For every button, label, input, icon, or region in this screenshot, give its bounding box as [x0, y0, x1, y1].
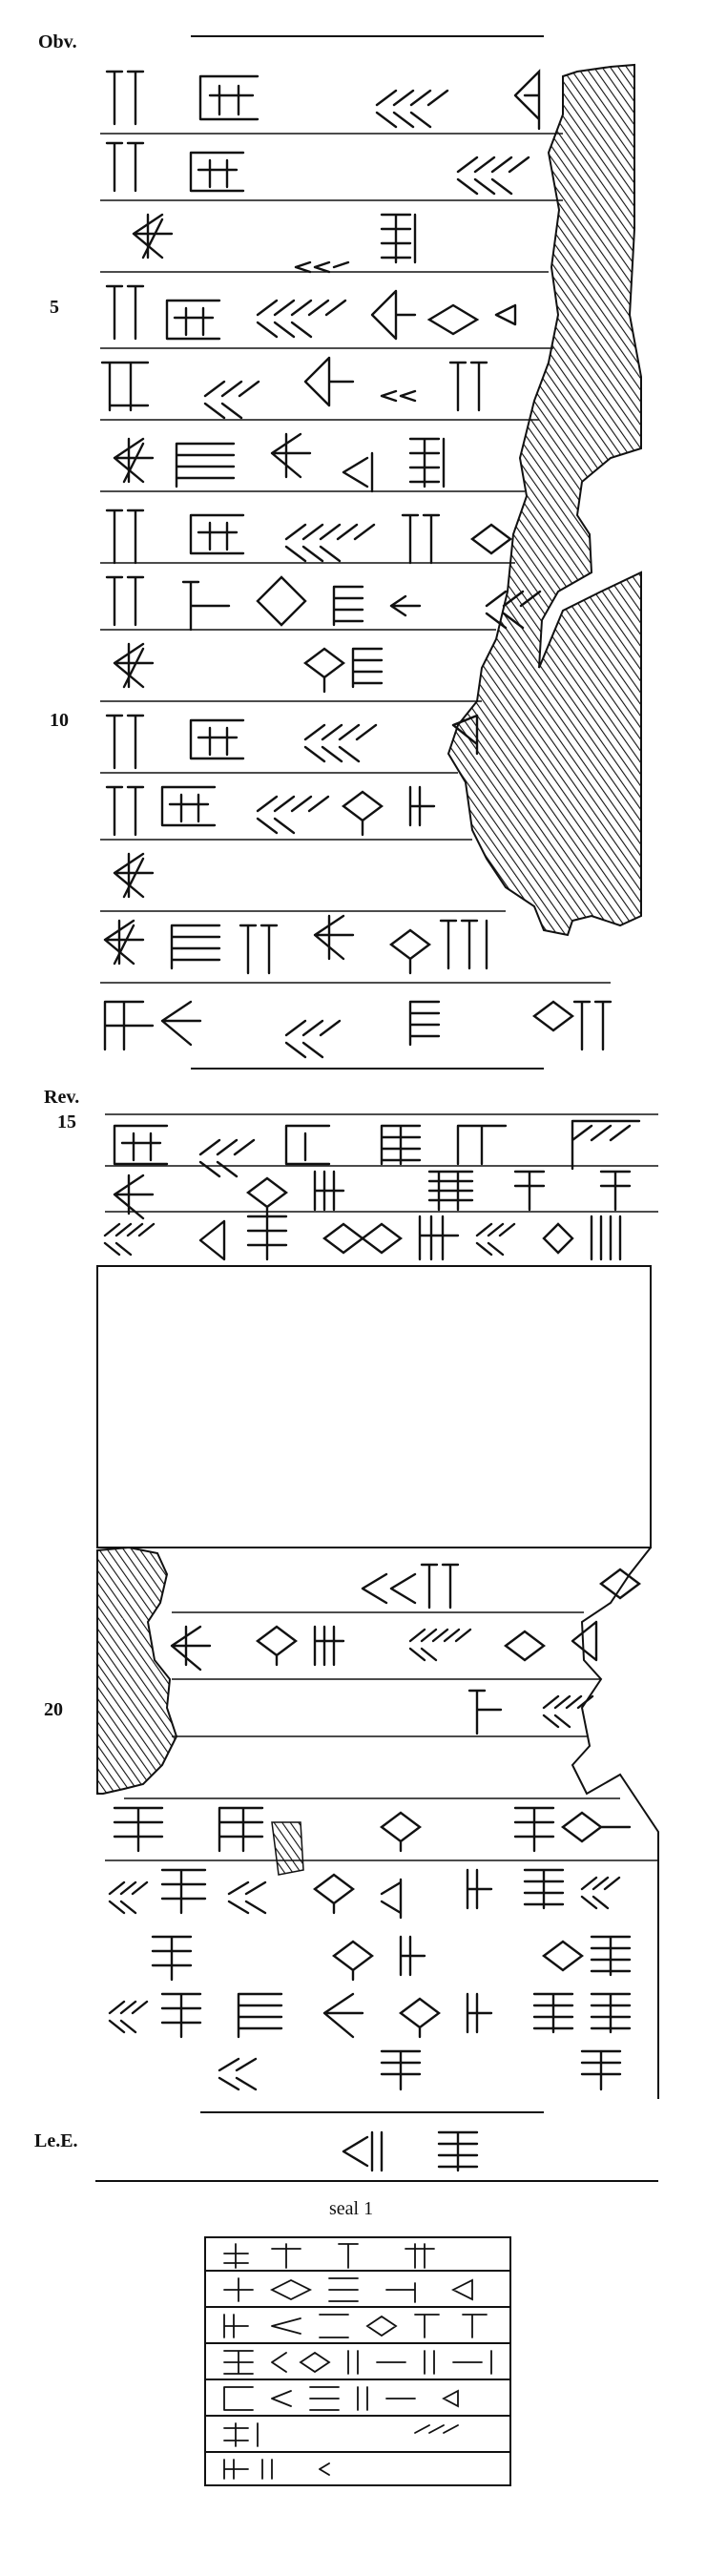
obverse-label: Obv.: [38, 31, 77, 52]
reverse-ruling-lines: [105, 1113, 658, 1861]
reverse-left-damage-hatching: [96, 1546, 178, 1795]
reverse-right-edge: [571, 1547, 659, 2099]
reverse-label: Rev.: [44, 1087, 80, 1108]
reverse-small-damage: [271, 1821, 304, 1876]
line-number-15: 15: [57, 1111, 76, 1132]
line-number-10: 10: [50, 710, 69, 731]
obverse-damage-hatching: [446, 63, 642, 937]
line-number-5: 5: [50, 297, 59, 318]
reverse-blank-area: [96, 1265, 652, 1548]
obverse-ruling-lines: [100, 133, 611, 984]
seal-impression: [204, 2236, 511, 2486]
cuneiform-signs: [100, 69, 641, 2172]
seal-signs: [223, 2243, 492, 2480]
seal-caption: seal 1: [329, 2198, 374, 2219]
line-number-20: 20: [44, 1699, 63, 1720]
left-edge-label: Le.E.: [34, 2130, 78, 2151]
